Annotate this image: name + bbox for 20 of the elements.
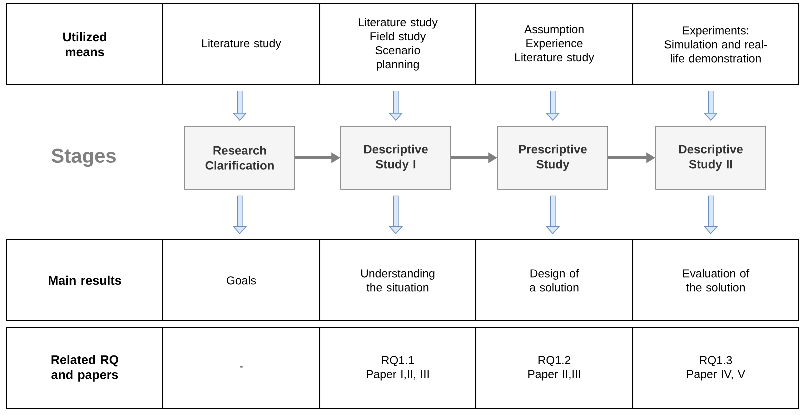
- stage-box: Prescriptive Study: [498, 126, 608, 190]
- stage-box: Research Clarification: [184, 126, 296, 190]
- table-cell: Assumption Experience Literature study: [476, 4, 634, 86]
- table-cell: RQ1.2 Paper II,III: [476, 328, 634, 410]
- table-cell: Goals: [162, 240, 320, 322]
- table-cell: RQ1.1 Paper I,II, III: [320, 328, 476, 410]
- stage-box: Descriptive Study II: [656, 126, 766, 190]
- table-cell: RQ1.3 Paper IV, V: [632, 328, 800, 410]
- stage-box: Descriptive Study I: [340, 126, 452, 190]
- stage-label: Stages: [52, 148, 116, 168]
- table-cell: Understanding the situation: [320, 240, 476, 322]
- table-cell: Literature study Field study Scenario planning: [320, 4, 476, 86]
- header-cell: Utilized means: [6, 4, 164, 86]
- header-cell: Main results: [6, 240, 164, 322]
- table-cell: Experiments: Simulation and real-life demonstration: [632, 4, 800, 86]
- table-cell: Literature study: [162, 4, 320, 86]
- table-cell: Evaluation of the solution: [632, 240, 800, 322]
- table-cell: Design of a solution: [476, 240, 634, 322]
- header-cell: Related RQ and papers: [6, 328, 164, 410]
- table-cell: -: [162, 328, 320, 410]
